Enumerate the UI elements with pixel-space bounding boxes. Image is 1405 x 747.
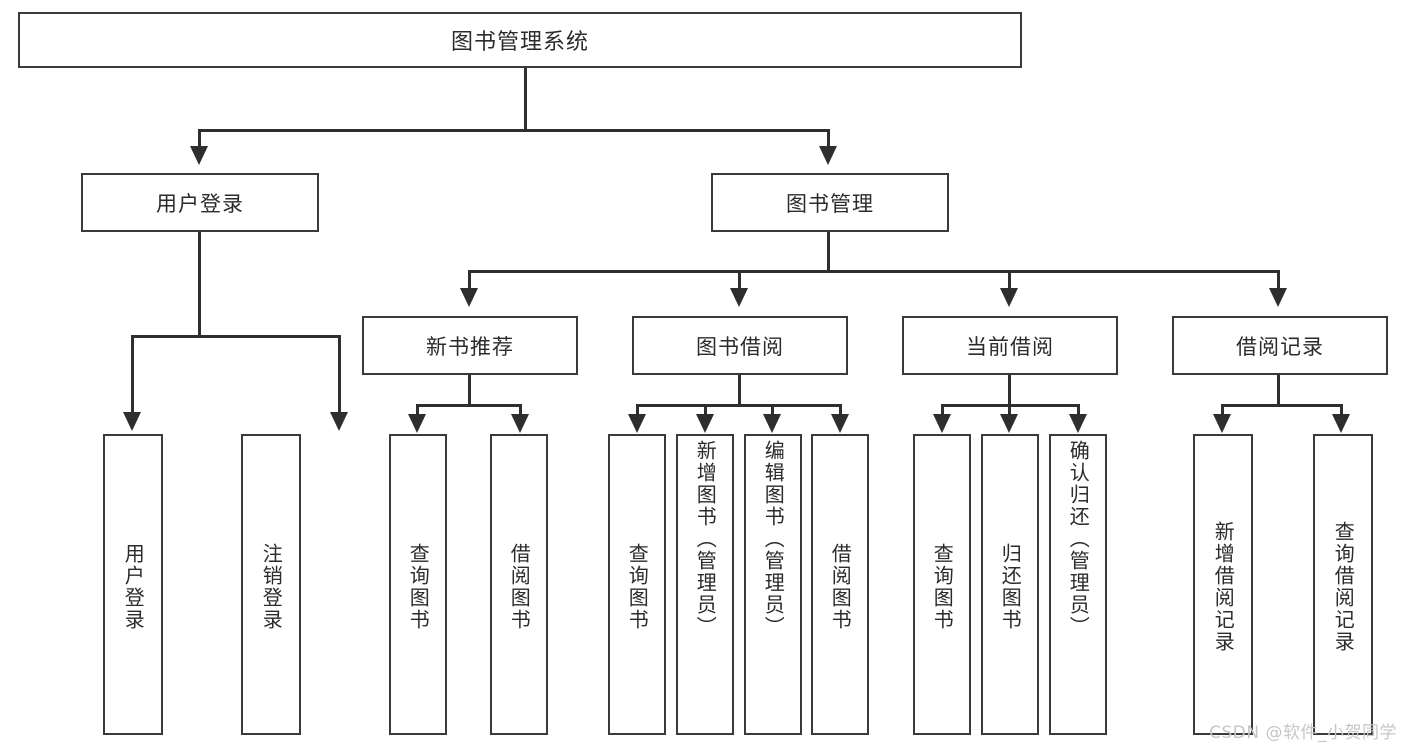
node-leaf-user-login-label: 用户登录 <box>121 542 146 631</box>
arrow-leaf-return-book <box>1000 414 1018 433</box>
node-leaf-edit-book-label: 编辑图书（管理员） <box>761 440 786 638</box>
connector-bb-c3 <box>771 404 774 416</box>
node-book-borrow[interactable]: 图书借阅 <box>632 316 848 375</box>
arrow-leaf-query-book-borrow <box>628 414 646 433</box>
arrow-leaf-query-record <box>1332 414 1350 433</box>
node-user-login-label: 用户登录 <box>156 191 244 216</box>
node-leaf-borrow-book-rec[interactable]: 借阅图书 <box>490 434 548 735</box>
node-leaf-edit-book[interactable]: 编辑图书（管理员） <box>744 434 802 735</box>
node-leaf-logout-label: 注销登录 <box>259 542 284 631</box>
node-borrow-records[interactable]: 借阅记录 <box>1172 316 1388 375</box>
connector-nbr-c1 <box>416 404 419 416</box>
connector-book-borrow-bus <box>636 404 842 407</box>
connector-book-borrow-trunk <box>738 375 741 406</box>
connector-br-c1 <box>1221 404 1224 416</box>
connector-new-book-recommendation-bus <box>416 404 522 407</box>
node-root-label: 图书管理系统 <box>450 30 589 55</box>
connector-user-login-trunk <box>198 232 201 337</box>
node-leaf-query-record[interactable]: 查询借阅记录 <box>1313 434 1373 735</box>
node-book-management[interactable]: 图书管理 <box>711 173 949 232</box>
arrow-leaf-logout <box>330 412 348 431</box>
connector-bb-c1 <box>636 404 639 416</box>
node-leaf-confirm-return[interactable]: 确认归还（管理员） <box>1049 434 1107 735</box>
node-user-login[interactable]: 用户登录 <box>81 173 319 232</box>
node-leaf-return-book-label: 归还图书 <box>998 542 1023 631</box>
node-leaf-query-book-rec[interactable]: 查询图书 <box>389 434 447 735</box>
connector-current-borrow-trunk <box>1008 375 1011 406</box>
connector-root-trunk <box>524 68 527 131</box>
arrow-to-current-borrow <box>1000 288 1018 307</box>
connector-to-current-borrow <box>1008 270 1011 290</box>
arrow-to-borrow-records <box>1269 288 1287 307</box>
arrow-to-user-login <box>190 146 208 165</box>
connector-new-book-recommendation-trunk <box>468 375 471 406</box>
arrow-leaf-borrow-book-rec <box>511 414 529 433</box>
connector-bb-c2 <box>704 404 707 416</box>
node-root[interactable]: 图书管理系统 <box>18 12 1022 68</box>
connector-to-borrow-records <box>1277 270 1280 290</box>
arrow-leaf-user-login <box>123 412 141 431</box>
arrow-leaf-query-book-current <box>933 414 951 433</box>
node-leaf-query-record-label: 查询借阅记录 <box>1331 520 1356 653</box>
node-leaf-query-book-borrow[interactable]: 查询图书 <box>608 434 666 735</box>
node-new-book-recommendation-label: 新书推荐 <box>426 334 514 359</box>
node-current-borrow-label: 当前借阅 <box>966 334 1054 359</box>
node-new-book-recommendation[interactable]: 新书推荐 <box>362 316 578 375</box>
arrow-to-book-borrow <box>730 288 748 307</box>
connector-to-book-management <box>827 129 830 147</box>
connector-br-c2 <box>1340 404 1343 416</box>
node-leaf-add-book[interactable]: 新增图书（管理员） <box>676 434 734 735</box>
node-leaf-add-record[interactable]: 新增借阅记录 <box>1193 434 1253 735</box>
node-current-borrow[interactable]: 当前借阅 <box>902 316 1118 375</box>
node-leaf-borrow-book-label: 借阅图书 <box>828 542 853 631</box>
arrow-to-book-management <box>819 146 837 165</box>
node-leaf-query-book-current[interactable]: 查询图书 <box>913 434 971 735</box>
node-leaf-logout[interactable]: 注销登录 <box>241 434 301 735</box>
node-book-management-label: 图书管理 <box>786 191 874 216</box>
connector-borrow-records-bus <box>1221 404 1343 407</box>
connector-cb-c1 <box>941 404 944 416</box>
connector-user-login-left <box>131 335 134 414</box>
node-leaf-query-book-rec-label: 查询图书 <box>406 542 431 631</box>
node-leaf-query-book-borrow-label: 查询图书 <box>625 542 650 631</box>
connector-user-login-bus <box>131 335 341 338</box>
connector-to-book-borrow <box>738 270 741 290</box>
node-leaf-add-record-label: 新增借阅记录 <box>1211 520 1236 653</box>
connector-user-login-right <box>338 335 341 414</box>
connector-cb-c3 <box>1077 404 1080 416</box>
arrow-leaf-query-book-rec <box>408 414 426 433</box>
node-leaf-borrow-book[interactable]: 借阅图书 <box>811 434 869 735</box>
connector-cb-c2 <box>1008 404 1011 416</box>
node-borrow-records-label: 借阅记录 <box>1236 334 1324 359</box>
arrow-leaf-confirm-return <box>1069 414 1087 433</box>
node-leaf-confirm-return-label: 确认归还（管理员） <box>1066 440 1091 638</box>
arrow-leaf-edit-book <box>763 414 781 433</box>
connector-level2-bus <box>468 270 1280 273</box>
arrow-leaf-borrow-book <box>831 414 849 433</box>
connector-to-new-book-recommendation <box>468 270 471 290</box>
arrow-to-new-book-recommendation <box>460 288 478 307</box>
arrow-leaf-add-record <box>1213 414 1231 433</box>
connector-to-user-login <box>198 129 201 147</box>
arrow-leaf-add-book <box>696 414 714 433</box>
connector-bb-c4 <box>839 404 842 416</box>
connector-level1-bus <box>198 129 830 132</box>
connector-borrow-records-trunk <box>1277 375 1280 406</box>
node-leaf-add-book-label: 新增图书（管理员） <box>693 440 718 638</box>
node-leaf-return-book[interactable]: 归还图书 <box>981 434 1039 735</box>
node-leaf-borrow-book-rec-label: 借阅图书 <box>507 542 532 631</box>
node-book-borrow-label: 图书借阅 <box>696 334 784 359</box>
node-leaf-query-book-current-label: 查询图书 <box>930 542 955 631</box>
csdn-watermark: CSDN @软件_小贺同学 <box>1209 723 1397 743</box>
node-leaf-user-login[interactable]: 用户登录 <box>103 434 163 735</box>
connector-nbr-c2 <box>519 404 522 416</box>
connector-book-management-trunk <box>827 232 830 272</box>
